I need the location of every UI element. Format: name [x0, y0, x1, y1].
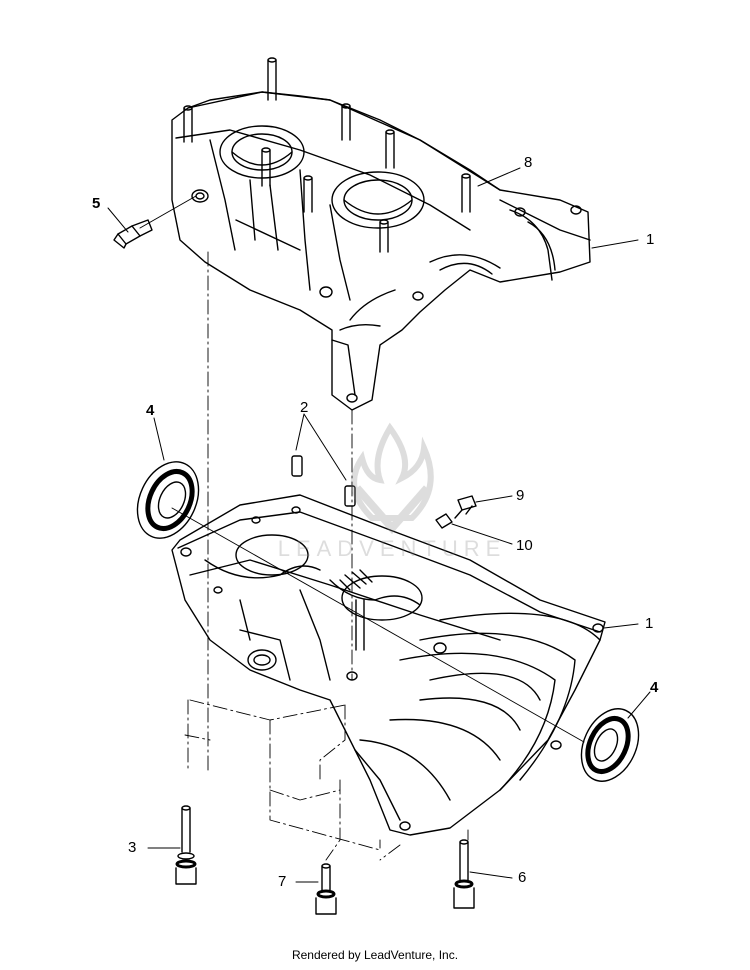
- callout-5: 5: [92, 195, 101, 212]
- watermark-text: LEADVENTURE: [277, 536, 507, 561]
- footer-credit: Rendered by LeadVenture, Inc.: [291, 948, 459, 962]
- callout-8: 8: [524, 154, 533, 171]
- dowel-pins: [291, 455, 356, 507]
- oil-seal-right: [580, 708, 640, 782]
- callout-7: 7: [278, 873, 287, 890]
- callout-3: 3: [128, 839, 137, 856]
- leader-lines: [107, 167, 651, 883]
- callout-2: 2: [300, 399, 309, 416]
- callout-4-right: 4: [650, 679, 659, 696]
- callout-4-left: 4: [146, 402, 155, 419]
- oil-seal-left: [136, 461, 200, 539]
- callout-1-upper: 1: [646, 231, 655, 248]
- bolt-part-3: [175, 805, 197, 885]
- callout-10: 10: [516, 537, 533, 554]
- upper-crankcase: [171, 57, 591, 411]
- bolt-part-6: [453, 839, 475, 909]
- washer-part-10: [435, 513, 453, 529]
- alignment-guides: [184, 251, 469, 861]
- fitting-part-5: [113, 219, 153, 249]
- callout-6: 6: [518, 869, 527, 886]
- leadventure-watermark: LEADVENTURE: [262, 418, 522, 568]
- callout-9: 9: [516, 487, 525, 504]
- leadventure-flame-icon: [351, 422, 434, 535]
- lower-crankcase: [171, 494, 606, 836]
- bolt-part-9: [454, 495, 477, 519]
- callout-1-lower: 1: [645, 615, 654, 632]
- bolt-part-7: [315, 863, 337, 915]
